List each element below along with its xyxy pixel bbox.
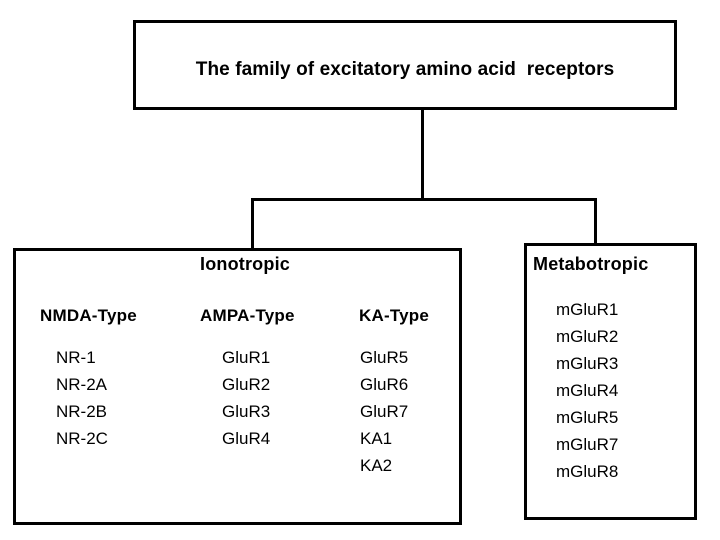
- list-item: NR-1: [56, 348, 96, 367]
- connector-drop-metabotropic: [594, 198, 597, 245]
- connector-stem-vertical: [421, 110, 424, 201]
- list-item: GluR1: [222, 348, 271, 367]
- list-item: mGluR5: [556, 408, 619, 427]
- list-item: mGluR4: [556, 381, 619, 400]
- list-item: GluR3: [222, 402, 271, 421]
- diagram-title: The family of excitatory amino acid rece…: [195, 59, 615, 80]
- receptor-list-metabotropic: mGluR1 mGluR2 mGluR3 mGluR4 mGluR5 mGluR…: [556, 296, 618, 485]
- list-item: NR-2A: [56, 375, 108, 394]
- metabotropic-heading: Metabotropic: [533, 254, 649, 274]
- connector-bus-horizontal: [251, 198, 597, 201]
- list-item: GluR6: [360, 375, 409, 394]
- column-header-ka: KA-Type: [359, 306, 430, 325]
- receptor-list-ampa: GluR1 GluR2 GluR3 GluR4: [222, 344, 270, 452]
- connector-drop-ionotropic: [251, 198, 254, 250]
- metabotropic-box: [524, 243, 697, 520]
- column-header-nmda: NMDA-Type: [40, 306, 137, 325]
- list-item: mGluR7: [556, 435, 619, 454]
- title-box: The family of excitatory amino acid rece…: [133, 20, 677, 110]
- column-header-ampa: AMPA-Type: [200, 306, 295, 325]
- list-item: mGluR3: [556, 354, 619, 373]
- list-item: mGluR1: [556, 300, 619, 319]
- list-item: KA1: [360, 429, 393, 448]
- list-item: NR-2B: [56, 402, 108, 421]
- list-item: GluR2: [222, 375, 271, 394]
- list-item: GluR7: [360, 402, 409, 421]
- list-item: GluR5: [360, 348, 409, 367]
- receptor-list-nmda: NR-1 NR-2A NR-2B NR-2C: [56, 344, 108, 452]
- list-item: GluR4: [222, 429, 271, 448]
- ionotropic-box: [13, 248, 462, 525]
- ionotropic-heading: Ionotropic: [200, 254, 290, 274]
- list-item: NR-2C: [56, 429, 108, 448]
- list-item: KA2: [360, 456, 393, 475]
- receptor-list-ka: GluR5 GluR6 GluR7 KA1 KA2: [360, 344, 408, 479]
- list-item: mGluR8: [556, 462, 619, 481]
- list-item: mGluR2: [556, 327, 619, 346]
